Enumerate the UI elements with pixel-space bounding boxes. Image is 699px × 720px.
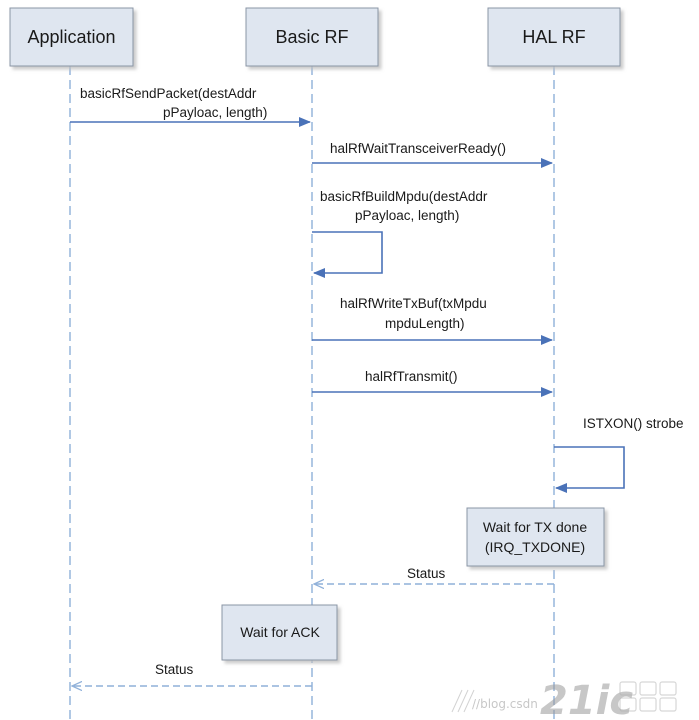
participant-basic-rf: Basic RF: [245, 7, 379, 67]
watermark-hatch: [463, 689, 475, 713]
participant-box-application: [9, 7, 134, 67]
message-label-status-to-basic-rf: Status: [407, 566, 446, 581]
watermark-brand: 21ic: [540, 678, 633, 720]
note-box-wait-for-ack: [221, 604, 338, 661]
participant-label-application: Application: [27, 27, 115, 47]
note-label-wait-for-tx-done-line-1: Wait for TX done: [483, 519, 587, 535]
watermark-url: //blog.csdn: [472, 697, 538, 711]
message-label-basic-rf-send-packet-line-2: pPayloac, length): [163, 105, 267, 120]
message-label-istxon-strobe: ISTXON() strobe: [583, 416, 684, 431]
watermark-hatch: [451, 689, 463, 713]
watermark-glyph: [619, 697, 637, 712]
message-hal-rf-wait-transceiver-ready: halRfWaitTransceiverReady(): [312, 141, 553, 168]
message-status-to-application: Status: [72, 662, 312, 686]
watermark-glyph: [659, 681, 677, 696]
watermark-glyph: [639, 697, 657, 712]
participant-box-hal-rf: [487, 7, 621, 67]
notes: Wait for TX done (IRQ_TXDONE) Wait for ACK: [221, 507, 605, 661]
participant-label-hal-rf: HAL RF: [522, 27, 585, 47]
watermark-glyph: [619, 681, 637, 696]
participant-hal-rf: HAL RF: [487, 7, 621, 67]
note-box-wait-for-tx-done: [466, 507, 605, 567]
message-label-hal-rf-wait-transceiver-ready: halRfWaitTransceiverReady(): [330, 141, 506, 156]
note-wait-for-tx-done: Wait for TX done (IRQ_TXDONE): [466, 507, 605, 567]
message-basic-rf-build-mpdu: basicRfBuildMpdu(destAddr pPayloac, lengt…: [312, 189, 488, 278]
message-label-hal-rf-write-tx-buf-line-2: mpduLength): [385, 316, 465, 331]
message-istxon-strobe: ISTXON() strobe: [554, 416, 684, 493]
arrow-istxon-strobe: [554, 446, 625, 493]
message-label-status-to-application: Status: [155, 662, 194, 677]
note-wait-for-ack: Wait for ACK: [221, 604, 338, 661]
watermark-glyph: [659, 697, 677, 712]
message-label-hal-rf-transmit: halRfTransmit(): [365, 369, 458, 384]
watermark-hatch: [457, 689, 469, 713]
message-label-basic-rf-build-mpdu-line-2: pPayloac, length): [355, 208, 459, 223]
messages: basicRfSendPacket(destAddr pPayloac, leng…: [70, 86, 684, 686]
participant-label-basic-rf: Basic RF: [275, 27, 348, 47]
message-label-hal-rf-write-tx-buf-line-1: halRfWriteTxBuf(txMpdu: [340, 296, 487, 311]
lifelines: [69, 66, 555, 720]
message-status-to-basic-rf: Status: [314, 566, 554, 584]
participant-application: Application: [9, 7, 134, 67]
participant-box-basic-rf: [245, 7, 379, 67]
note-label-wait-for-ack: Wait for ACK: [240, 624, 320, 640]
message-hal-rf-write-tx-buf: halRfWriteTxBuf(txMpdu mpduLength): [312, 296, 553, 345]
arrow-basic-rf-build-mpdu: [312, 231, 383, 278]
watermark-glyph: [639, 681, 657, 696]
participants: Application Basic RF HAL RF: [9, 7, 621, 67]
note-label-wait-for-tx-done-line-2: (IRQ_TXDONE): [485, 539, 585, 555]
message-label-basic-rf-build-mpdu-line-1: basicRfBuildMpdu(destAddr: [320, 189, 488, 204]
message-label-basic-rf-send-packet-line-1: basicRfSendPacket(destAddr: [80, 86, 257, 101]
message-hal-rf-transmit: halRfTransmit(): [312, 369, 553, 397]
message-basic-rf-send-packet: basicRfSendPacket(destAddr pPayloac, leng…: [70, 86, 311, 127]
